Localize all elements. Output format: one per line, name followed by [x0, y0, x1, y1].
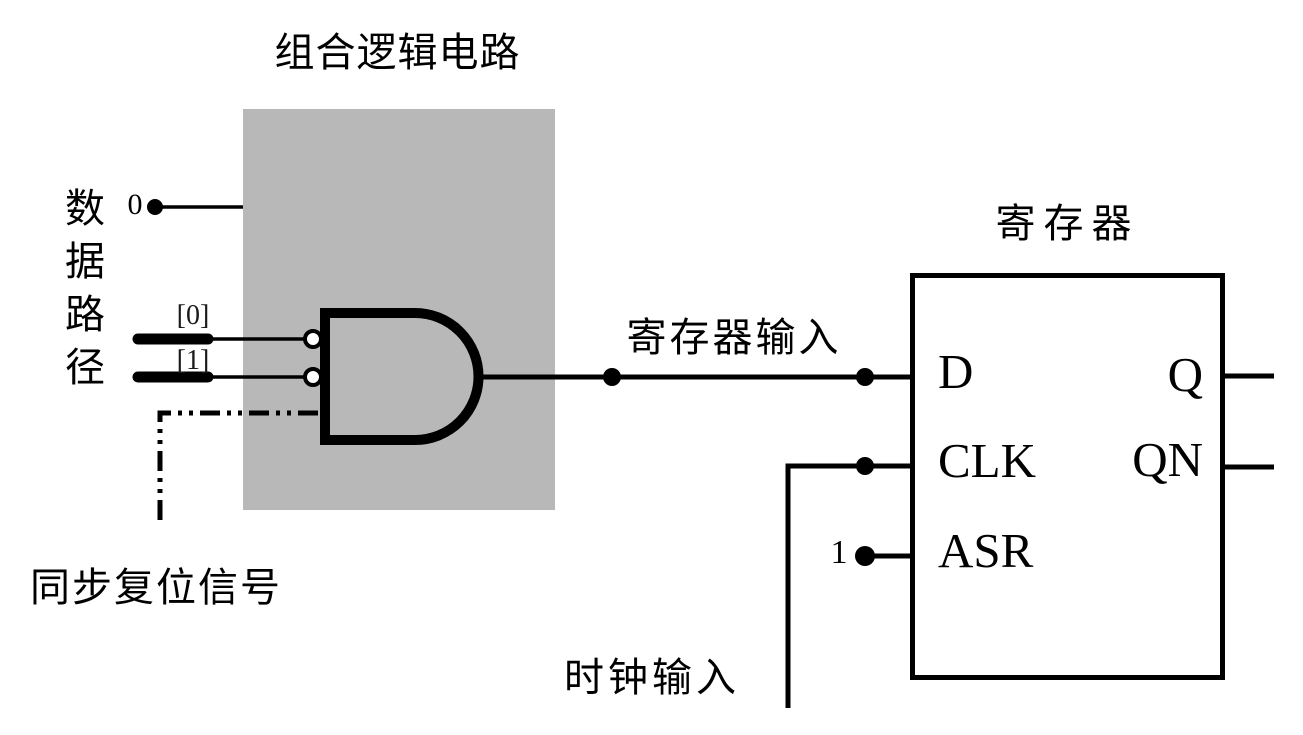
clk-junction-dot — [856, 457, 874, 475]
port-label-asr: ASR — [938, 523, 1034, 578]
sync-reset-label: 同步复位信号 — [30, 565, 282, 610]
const0-terminal-dot — [147, 199, 163, 215]
inverter-bubble-bottom — [303, 367, 323, 387]
register-box — [910, 273, 1225, 680]
port-label-q: Q — [1167, 347, 1203, 402]
constant-one-label: 1 — [830, 534, 848, 571]
register-title: 寄存器 — [995, 201, 1140, 246]
bus-bit1-label: [1] — [176, 345, 210, 376]
combinational-block-title: 组合逻辑电路 — [274, 30, 521, 75]
inverter-bubble-top — [303, 329, 323, 349]
bus-bit0-label: [0] — [176, 300, 210, 331]
port-label-qn: QN — [1132, 432, 1203, 487]
register-input-junction-dot — [603, 368, 621, 386]
register-input-label: 寄存器输入 — [626, 315, 842, 360]
port-label-clk: CLK — [938, 433, 1036, 488]
constant-zero-label: 0 — [127, 188, 143, 221]
and-gate — [320, 308, 484, 445]
clock-input-label: 时钟输入 — [564, 655, 740, 700]
clock-wire — [785, 463, 912, 708]
d-input-junction-dot — [856, 368, 874, 386]
asr-terminal-dot — [855, 546, 875, 566]
sync-reset-wire — [157, 410, 322, 520]
data-path-label: 数据路径 — [59, 187, 104, 399]
port-label-d: D — [938, 344, 974, 399]
